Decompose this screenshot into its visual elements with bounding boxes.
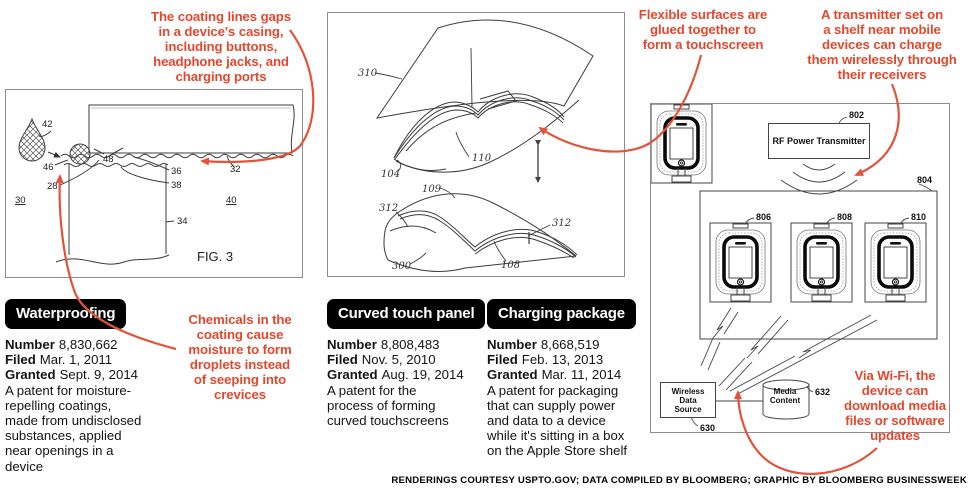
ref-310: 310: [358, 68, 378, 79]
ref-40: 40: [226, 195, 237, 206]
ref-802: 802: [849, 110, 864, 120]
ref-806: 806: [756, 212, 771, 222]
ref-300: 300: [392, 261, 412, 272]
ref-110: 110: [472, 153, 492, 164]
figure-caption: FIG. 3: [197, 249, 233, 264]
callout-wifi-download: Via Wi-Fi, the device can download media…: [844, 368, 946, 443]
ref-30: 30: [15, 195, 26, 206]
waterproofing-figure-panel: 42 46 28 30 48 36 38 34 32 40 FIG. 3: [5, 89, 303, 278]
callout-transmitter: A transmitter set on a shelf near mobile…: [807, 7, 957, 82]
callout-flexible-surfaces: Flexible surfaces are glued together to …: [638, 7, 768, 52]
ref-104: 104: [381, 169, 400, 180]
patent-description: A patent for moisture- repelling coating…: [5, 382, 142, 474]
callout-coating-gaps: The coating lines gaps in a device's cas…: [151, 9, 291, 84]
patent-title-badge: Charging package: [487, 299, 636, 329]
callout-chemicals: Chemicals in the coating cause moisture …: [188, 312, 292, 402]
ref-46: 46: [43, 162, 54, 173]
waterproofing-patent-drawing: 42 46 28 30 48 36 38 34 32 40 FIG. 3: [15, 104, 295, 265]
patent-title-badge: Waterproofing: [5, 299, 127, 329]
ref-42: 42: [42, 119, 53, 130]
ref-632: 632: [815, 387, 830, 397]
ref-312-left: 312: [379, 203, 398, 214]
ref-48: 48: [103, 154, 114, 165]
ref-32: 32: [230, 164, 241, 175]
patent-description: A patent for the process of forming curv…: [327, 382, 449, 429]
patent-title-badge: Curved touch panel: [327, 299, 486, 329]
credit-line: RENDERINGS COURTESY USPTO.GOV; DATA COMP…: [391, 475, 967, 486]
ref-36: 36: [171, 166, 182, 177]
ref-109: 109: [422, 184, 442, 195]
ref-804: 804: [917, 175, 932, 185]
ref-28: 28: [47, 181, 58, 192]
media-content-cylinder-label: Media Content: [769, 387, 801, 405]
ref-630: 630: [700, 423, 715, 432]
ref-34: 34: [177, 216, 188, 227]
wireless-data-source-box: Wireless Data Source: [660, 382, 716, 418]
ref-808: 808: [837, 212, 852, 222]
rf-power-transmitter-box: RF Power Transmitter: [768, 123, 870, 159]
patent-description: A patent for packaging that can supply p…: [487, 382, 628, 459]
ref-108: 108: [501, 260, 520, 271]
curved-touch-patent-drawing: 310 104 110 109 312 312 300 108: [358, 19, 594, 272]
ref-810: 810: [911, 212, 926, 222]
curved-touch-figure-panel: 310 104 110 109 312 312 300 108: [327, 12, 625, 277]
ref-38: 38: [171, 180, 182, 191]
ref-312-right: 312: [552, 218, 571, 229]
